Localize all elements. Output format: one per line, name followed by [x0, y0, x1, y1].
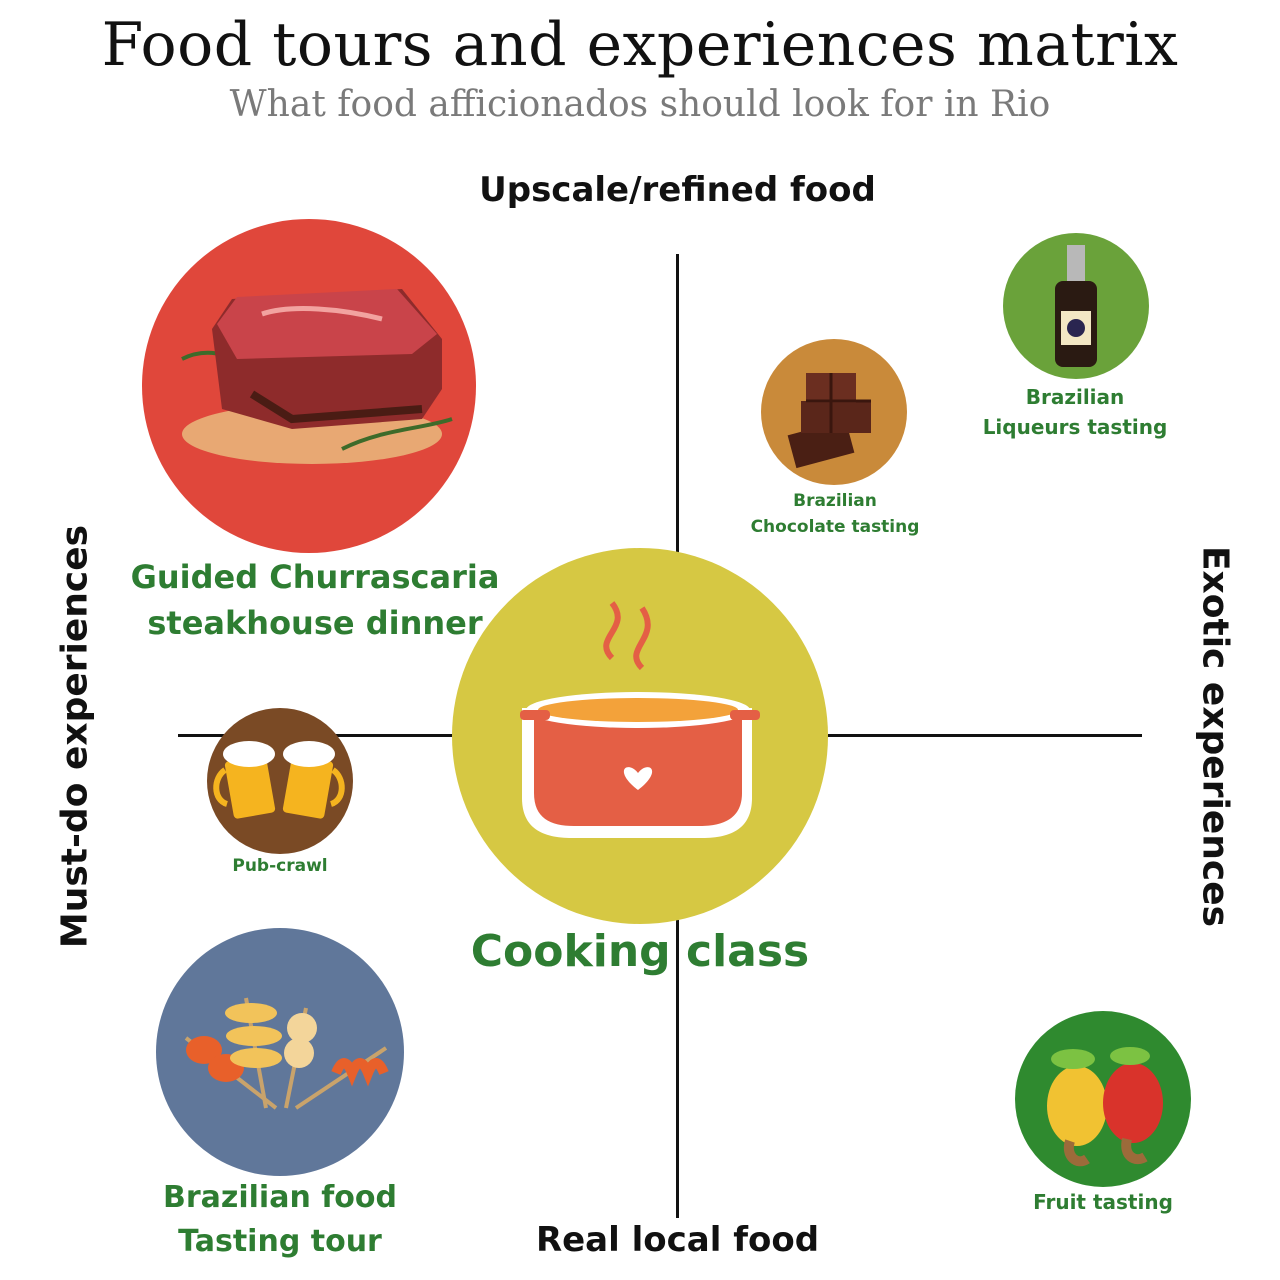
fruit-label: Fruit tasting — [1033, 1190, 1173, 1214]
skewers-icon — [156, 928, 404, 1176]
page-subtitle: What food afficionados should look for i… — [229, 84, 1051, 125]
cashew-fruit-icon — [1015, 1011, 1191, 1187]
pubcrawl-label: Pub-crawl — [232, 856, 328, 876]
liqueurs-label: Brazilian Liqueurs tasting — [975, 382, 1175, 442]
churrascaria-label: Guided Churrascaria steakhouse dinner — [130, 554, 500, 646]
beer-mugs-icon — [207, 708, 353, 854]
axis-label-bottom: Real local food — [535, 1220, 820, 1260]
liqueur-bottle-icon — [1003, 233, 1149, 379]
cooking-label: Cooking class — [470, 926, 810, 977]
chocolate-icon — [761, 339, 907, 485]
chocolate-label-line2: Chocolate tasting — [750, 517, 920, 537]
tastingtour-label-line1: Brazilian food — [162, 1180, 397, 1215]
chocolate-label: Brazilian Chocolate tasting — [735, 488, 935, 540]
tastingtour-label-line2: Tasting tour — [178, 1224, 382, 1259]
page-title: Food tours and experiences matrix — [101, 10, 1179, 80]
liqueurs-label-line1: Brazilian — [1025, 385, 1125, 409]
steak-icon — [142, 219, 476, 553]
vertical-axis-bottom — [676, 920, 679, 1218]
vertical-axis-top — [676, 254, 679, 554]
churrascaria-label-line2: steakhouse dinner — [147, 604, 483, 642]
liqueurs-label-line2: Liqueurs tasting — [982, 415, 1168, 439]
axis-label-top: Upscale/refined food — [479, 170, 876, 210]
tastingtour-label: Brazilian food Tasting tour — [150, 1176, 410, 1264]
chocolate-label-line1: Brazilian — [793, 491, 877, 511]
axis-label-left: Must-do experiences — [54, 524, 96, 949]
axis-label-right: Exotic experiences — [1194, 545, 1236, 928]
horizontal-axis-right — [828, 734, 1142, 737]
cooking-pot-icon — [452, 548, 828, 924]
churrascaria-label-line1: Guided Churrascaria — [130, 558, 500, 596]
